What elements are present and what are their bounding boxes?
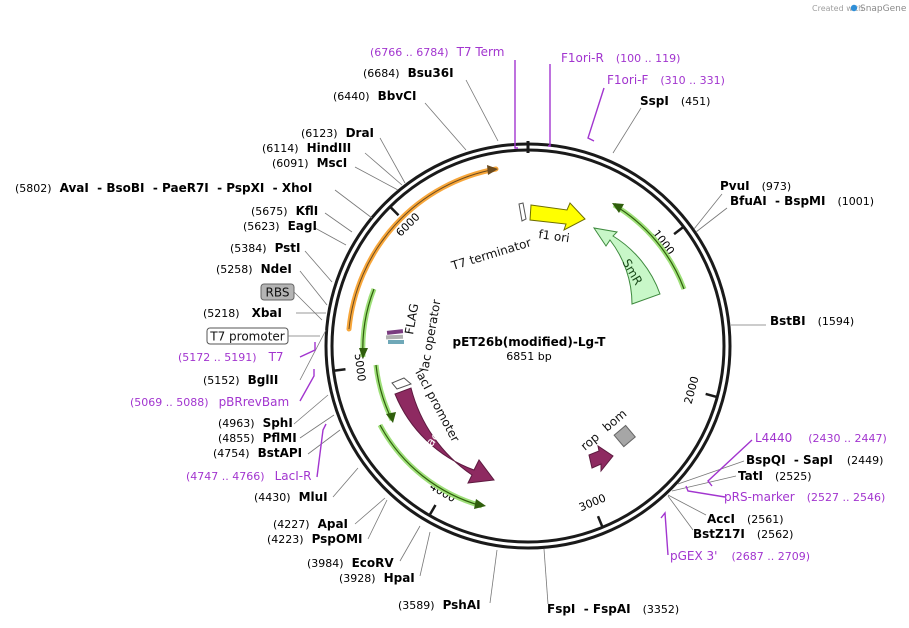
green-arc-laci-arrowhead: [474, 499, 486, 509]
tick-label-5000: 5000: [352, 353, 368, 382]
lac-operator-label: lac operator: [417, 298, 443, 372]
site-pshai: (3589)PshAI: [398, 598, 481, 612]
green-arc-laci-prom: [373, 364, 395, 422]
primer-pgex3: pGEX 3'(2687 .. 2709): [670, 549, 810, 563]
laci-promoter-glyph: [391, 377, 412, 390]
green-arc-smr-arrowhead: [612, 203, 624, 213]
site-eagi: (5623)EagI: [243, 219, 317, 233]
green-arc-laci-prom-arrowhead: [386, 412, 396, 423]
site-pvui: PvuI(973): [720, 179, 791, 193]
site-fspi-group: FspI - FspAI(3352): [547, 602, 679, 616]
rbs-label: RBS: [266, 286, 290, 300]
tick-mark-1000: [673, 226, 684, 236]
f1-ori-label: f1 ori: [538, 227, 571, 245]
site-apai: (4227)ApaI: [273, 517, 348, 531]
primer-prs-marker: pRS-marker(2527 .. 2546): [724, 490, 885, 504]
site-bglii: (5152)BglII: [203, 373, 278, 387]
site-sphi: (4963)SphI: [218, 416, 293, 430]
primer-labels: (6766 .. 6784)T7 Term F1ori-R(100 .. 119…: [130, 45, 887, 563]
flag-label: FLAG: [402, 302, 421, 335]
t7-terminator-label: T7 terminator: [449, 235, 533, 273]
primer-t7-term: (6766 .. 6784)T7 Term: [370, 45, 504, 59]
primer-t7: (5172 .. 5191)T7: [178, 350, 284, 364]
site-sspi: SspI(451): [640, 94, 710, 108]
green-arc-lacop-arrowhead: [359, 348, 368, 359]
plasmid-name: pET26b(modified)-Lg-T: [453, 335, 607, 349]
site-xhoi-group: (5802)AvaI - BsoBI - PaeR7I - PspXI - Xh…: [15, 181, 312, 195]
plasmid-size: 6851 bp: [506, 350, 551, 363]
green-arc-laci-core: [379, 424, 483, 507]
f1-ori-feature: [529, 202, 586, 232]
site-hpai: (3928)HpaI: [339, 571, 415, 585]
site-labels: (6684)Bsu36I (6440)BbvCI (6123)DraI (611…: [15, 66, 883, 616]
site-hindiii: (6114)HindIII: [262, 141, 351, 155]
green-arc-smr-core: [613, 204, 685, 290]
credit-prefix: Created with: [812, 4, 863, 13]
site-sapi-group: BspQI - SapI(2449): [746, 453, 883, 467]
site-ndei: (5258)NdeI: [216, 262, 292, 276]
t7-terminator-feature: [518, 202, 527, 222]
smr-feature: [592, 227, 661, 305]
laci-feature: [394, 387, 495, 484]
tick-label-3000: 3000: [577, 491, 608, 514]
site-acci: AccI(2561): [707, 512, 784, 526]
site-pspomi: (4223)PspOMI: [267, 532, 363, 546]
primer-l4440: L4440(2430 .. 2447): [755, 431, 887, 445]
site-tati: TatI(2525): [738, 469, 812, 483]
site-kfli: (5675)KflI: [251, 204, 318, 218]
site-mlui: (4430)MluI: [254, 490, 328, 504]
tick-mark-2000: [705, 392, 717, 398]
primer-laci-r: (4747 .. 4766)LacI-R: [186, 469, 311, 483]
site-bsu36i: (6684)Bsu36I: [363, 66, 454, 80]
site-ecorv: (3984)EcoRV: [307, 556, 394, 570]
site-bstbi: BstBI(1594): [770, 314, 854, 328]
t7-promoter-label: T7 promoter: [209, 330, 285, 344]
tick-mark-5000: [334, 368, 346, 372]
tick-mark-6000: [389, 206, 400, 217]
primer-f1ori-f: F1ori-F(310 .. 331): [607, 73, 725, 87]
orange-feature-arc-core: [348, 168, 497, 330]
flag-feature: [385, 329, 404, 344]
site-pflmi: (4855)PflMI: [218, 431, 297, 445]
primer-markers: [299, 60, 753, 556]
snapgene-logo-icon: [850, 4, 858, 12]
site-bbvci: (6440)BbvCI: [333, 89, 416, 103]
site-bfuai-group: BfuAI - BspMI(1001): [730, 194, 874, 208]
site-psti: (5384)PstI: [230, 241, 301, 255]
primer-pbrrevbam: (5069 .. 5088)pBRrevBam: [130, 395, 289, 409]
rbs-leader: [293, 291, 323, 321]
site-xbai: (5218)XbaI: [203, 306, 282, 320]
primer-f1ori-r: F1ori-R(100 .. 119): [561, 51, 680, 65]
tick-mark-4000: [428, 504, 437, 516]
site-bstz17i: BstZ17I(2562): [693, 527, 793, 541]
t7-promoter-box: T7 promoter: [206, 327, 289, 345]
site-msci: (6091)MscI: [272, 156, 347, 170]
leader-lines: [293, 79, 766, 605]
tick-mark-3000: [596, 515, 604, 527]
tick-label-2000: 2000: [682, 375, 702, 405]
bom-feature: [613, 424, 636, 448]
rop-feature: [588, 444, 614, 473]
credit-brand: SnapGene: [860, 4, 907, 14]
site-drai: (6123)DraI: [301, 126, 374, 140]
rbs-box: RBS: [260, 283, 295, 301]
orange-arc-arrowhead: [487, 165, 498, 175]
site-bstapi: (4754)BstAPI: [213, 446, 302, 460]
